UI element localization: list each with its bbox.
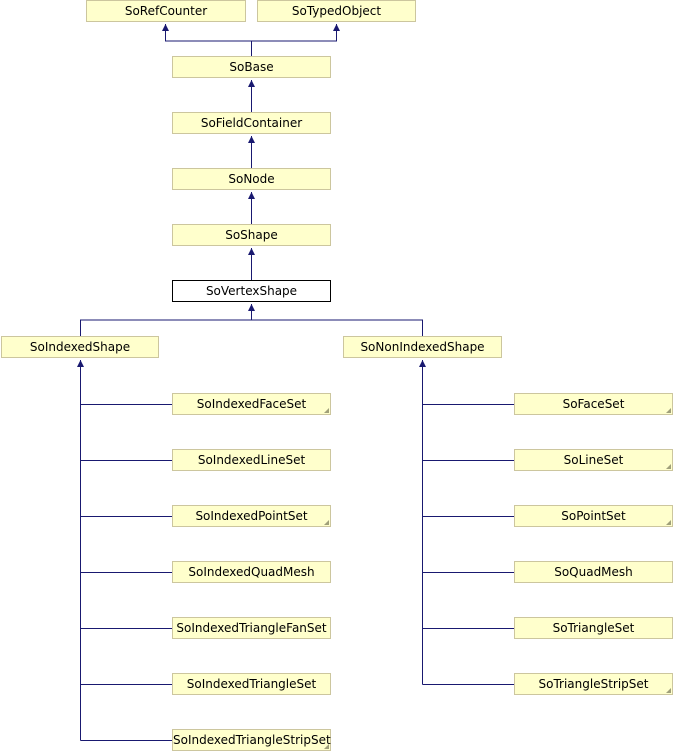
node-label: SoIndexedQuadMesh — [188, 565, 315, 579]
node-sotypedobject[interactable]: SoTypedObject — [257, 0, 416, 22]
node-label: SoIndexedTriangleSet — [186, 677, 317, 691]
node-label: SoBase — [229, 60, 274, 74]
node-soindexedtrianglestripset[interactable]: SoIndexedTriangleStripSet — [172, 729, 331, 751]
node-label: SoIndexedTriangleStripSet — [173, 733, 331, 747]
node-label: SoShape — [225, 228, 278, 242]
node-soindexedtriangleset[interactable]: SoIndexedTriangleSet — [172, 673, 331, 695]
node-sonode[interactable]: SoNode — [172, 168, 331, 190]
node-soindexedtrianglefanset[interactable]: SoIndexedTriangleFanSet — [172, 617, 331, 639]
node-solineset[interactable]: SoLineSet — [514, 449, 673, 471]
has-children-marker — [324, 408, 329, 413]
node-sofieldcontainer[interactable]: SoFieldContainer — [172, 112, 331, 134]
node-sovertexshape: SoVertexShape — [172, 280, 331, 302]
node-label: SoIndexedLineSet — [197, 453, 306, 467]
has-children-marker — [324, 744, 329, 749]
has-children-marker — [666, 408, 671, 413]
node-label: SoVertexShape — [205, 284, 298, 298]
node-sotrianglestripset[interactable]: SoTriangleStripSet — [514, 673, 673, 695]
node-label: SoPointSet — [561, 509, 626, 523]
node-label: SoTriangleSet — [552, 621, 635, 635]
node-label: SoNode — [228, 172, 275, 186]
node-soindexedfaceset[interactable]: SoIndexedFaceSet — [172, 393, 331, 415]
has-children-marker — [324, 520, 329, 525]
node-soindexedpointset[interactable]: SoIndexedPointSet — [172, 505, 331, 527]
has-children-marker — [666, 688, 671, 693]
node-sotriangleset[interactable]: SoTriangleSet — [514, 617, 673, 639]
node-label: SoTriangleStripSet — [538, 677, 649, 691]
node-label: SoIndexedFaceSet — [196, 397, 307, 411]
node-label: SoIndexedPointSet — [195, 509, 308, 523]
node-label: SoLineSet — [563, 453, 624, 467]
has-children-marker — [666, 520, 671, 525]
node-label: SoTypedObject — [291, 4, 382, 18]
has-children-marker — [666, 464, 671, 469]
node-soquadmesh[interactable]: SoQuadMesh — [514, 561, 673, 583]
node-label: SoFaceSet — [562, 397, 625, 411]
node-label: SoNonIndexedShape — [360, 340, 485, 354]
node-label: SoIndexedShape — [29, 340, 131, 354]
node-soindexedlineset[interactable]: SoIndexedLineSet — [172, 449, 331, 471]
node-label: SoRefCounter — [124, 4, 208, 18]
node-label: SoQuadMesh — [554, 565, 633, 579]
node-soindexedshape[interactable]: SoIndexedShape — [1, 336, 159, 358]
node-sorefcounter[interactable]: SoRefCounter — [86, 0, 246, 22]
node-label: SoIndexedTriangleFanSet — [176, 621, 327, 635]
node-label: SoFieldContainer — [200, 116, 303, 130]
node-sobase[interactable]: SoBase — [172, 56, 331, 78]
node-soshape[interactable]: SoShape — [172, 224, 331, 246]
node-soindexedquadmesh[interactable]: SoIndexedQuadMesh — [172, 561, 331, 583]
node-sononindexedshape[interactable]: SoNonIndexedShape — [343, 336, 502, 358]
edge-sobase-sorefcounter — [162, 24, 252, 56]
edge-sononindexedshape-sovertexshape — [251, 319, 423, 336]
edge-soindexedshape-sovertexshape — [80, 304, 255, 336]
node-sofaceset[interactable]: SoFaceSet — [514, 393, 673, 415]
node-sopointset[interactable]: SoPointSet — [514, 505, 673, 527]
edge-sobase-sotypedobject — [251, 24, 340, 42]
